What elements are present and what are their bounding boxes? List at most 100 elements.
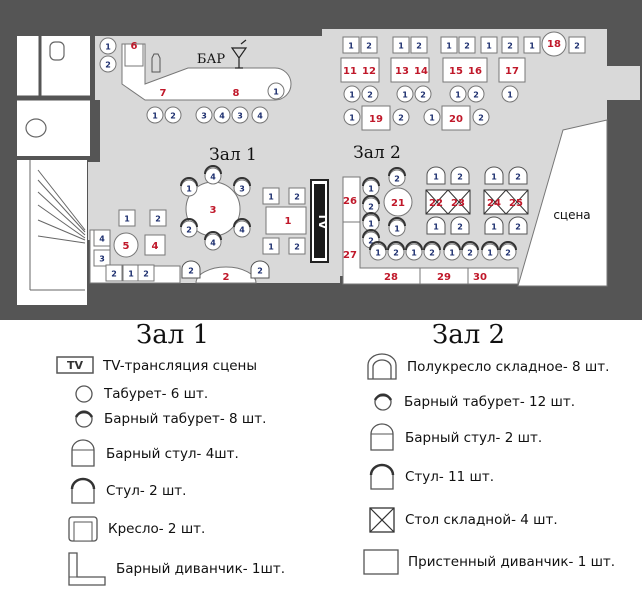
svg-text:TV: TV [67, 359, 84, 372]
seat: 1 [484, 216, 504, 235]
seat: 2 [501, 36, 519, 54]
seat: 1 [388, 217, 406, 237]
seat-number: 1 [268, 243, 274, 252]
seat: 2 [388, 167, 406, 187]
hall1-plan-label: Зал 1 [209, 145, 257, 165]
seat: 2 [99, 55, 117, 73]
seat-number: 2 [515, 173, 521, 182]
seat-number: 4 [239, 226, 245, 235]
table-number: 14 [414, 66, 428, 77]
bar-sofa-icon [68, 552, 106, 586]
staircase-steps-icon [29, 160, 86, 291]
table-number: 11 [343, 66, 357, 77]
seat-number: 2 [155, 215, 161, 224]
seat: 3 [231, 106, 249, 124]
chair-icon [70, 477, 96, 504]
seat: 1 [449, 85, 467, 103]
seat-number: 1 [402, 91, 408, 100]
legend-hall1-title: Зал 1 [136, 320, 210, 350]
legend-hall2-item: Стол складной- 4 шт. [367, 503, 558, 537]
seat-number: 2 [429, 249, 435, 258]
seat-number: 1 [446, 42, 452, 51]
hall2-plan-label: Зал 2 [353, 143, 401, 163]
seat-number: 4 [99, 235, 105, 244]
seat-number: 4 [210, 173, 216, 182]
seat-number: 1 [433, 223, 439, 232]
seat-number: 2 [366, 42, 372, 51]
legend-hall1-item: Барный диванчик- 1шт. [66, 552, 285, 586]
seat-number: 4 [219, 112, 225, 121]
legend-hall1-item: Кресло- 2 шт. [66, 512, 205, 546]
seat-number: 2 [473, 91, 479, 100]
legend-hall1-item: Стул- 2 шт. [68, 474, 186, 508]
seat: 2 [180, 218, 198, 238]
seat: 2 [450, 216, 470, 235]
seat: 2 [568, 36, 586, 54]
table-square [144, 234, 166, 256]
seat: 1 [262, 187, 280, 205]
seat-number: 2 [170, 112, 176, 121]
seat: 2 [458, 36, 476, 54]
seat: 2 [387, 241, 405, 261]
seat-number: 1 [411, 249, 417, 258]
seat-number: 1 [124, 215, 130, 224]
seat: 1 [342, 36, 360, 54]
seat-number: 2 [515, 223, 521, 232]
seat: 1 [362, 177, 380, 197]
seat: 2 [362, 195, 380, 215]
bar-label: БАР [197, 52, 225, 67]
seat: 2 [461, 241, 479, 261]
seat: 1 [405, 241, 423, 261]
seat: 2 [105, 264, 123, 282]
seat: 1 [392, 36, 410, 54]
seat-number: 4 [210, 239, 216, 248]
wall-sofa-icon [363, 549, 399, 575]
seat: 1 [118, 209, 136, 227]
seat: 2 [508, 166, 528, 185]
table-number: 8 [233, 88, 240, 99]
seat-number: 2 [478, 114, 484, 123]
seat: 2 [288, 187, 306, 205]
seat: 2 [467, 85, 485, 103]
seat: 2 [164, 106, 182, 124]
seat: 2 [137, 264, 155, 282]
table-round [113, 232, 139, 258]
seat-number: 2 [143, 270, 149, 279]
seat-number: 1 [348, 42, 354, 51]
bar-counter [121, 43, 292, 101]
bar-chair-icon [370, 423, 394, 451]
legend-hall2-item: Пристенный диванчик- 1 шт. [362, 545, 615, 579]
seat: 2 [392, 108, 410, 126]
legend-hall1-item: TV TV-трансляция сцены [55, 349, 257, 383]
seat: 1 [343, 85, 361, 103]
seat-number: 2 [394, 175, 400, 184]
seat: 2 [361, 85, 379, 103]
seat: 1 [480, 36, 498, 54]
seat-number: 2 [398, 114, 404, 123]
table-number: 15 [449, 66, 463, 77]
seat-number: 1 [491, 173, 497, 182]
seat-number: 1 [186, 185, 192, 194]
table-number: 30 [473, 272, 487, 283]
seat: 1 [501, 85, 519, 103]
table-number: 18 [547, 39, 561, 50]
seat: 4 [213, 106, 231, 124]
stage-area [517, 119, 608, 287]
bottle-icon [151, 53, 161, 73]
seat-number: 3 [239, 185, 245, 194]
seat-number: 1 [491, 223, 497, 232]
seat-number: 1 [349, 114, 355, 123]
seat-number: 1 [128, 270, 134, 279]
table-number: 19 [369, 114, 383, 125]
seat: 2 [508, 216, 528, 235]
bar-chair-icon [71, 439, 95, 467]
bar-stool-icon [74, 410, 94, 428]
legend-hall2-title: Зал 2 [432, 320, 506, 350]
table-number: 12 [362, 66, 376, 77]
seat-number: 1 [455, 91, 461, 100]
table-number: 29 [437, 272, 451, 283]
seat-number: 2 [368, 237, 374, 246]
seat: 1 [426, 166, 446, 185]
